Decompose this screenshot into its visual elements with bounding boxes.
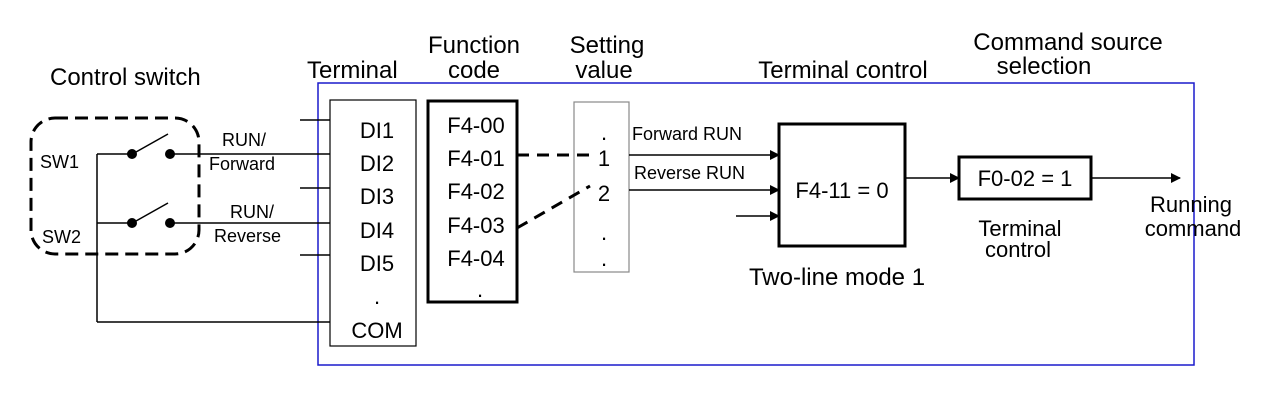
- header-function-code-line1: Function: [428, 32, 520, 59]
- run-forward-label-line1: RUN/: [222, 130, 266, 150]
- mapping-f4-03-to-2: [516, 184, 591, 230]
- setting-value-dot-bottom: .: [601, 246, 607, 271]
- terminal-di1: DI1: [360, 118, 394, 143]
- header-setting-value-line2: value: [575, 57, 632, 84]
- running-command-label-line2: command: [1145, 216, 1242, 241]
- command-source-caption-line2: control: [985, 237, 1051, 262]
- setting-value-2: 2: [598, 181, 610, 206]
- function-code-block: [426, 99, 519, 304]
- function-code-f4-00: F4-00: [447, 113, 504, 138]
- sw2-label: SW2: [42, 227, 81, 247]
- header-setting-value-line1: Setting: [570, 32, 645, 59]
- header-command-source-line2: selection: [997, 53, 1092, 80]
- terminal-di4: DI4: [360, 218, 394, 243]
- reverse-run-label: Reverse RUN: [634, 163, 745, 183]
- run-reverse-label-line1: RUN/: [230, 202, 274, 222]
- setting-value-block: [573, 101, 630, 273]
- header-function-code-line2: code: [448, 57, 500, 84]
- function-code-ellipsis: .: [477, 277, 483, 302]
- setting-value-1: 1: [598, 146, 610, 171]
- header-terminal-control: Terminal control: [758, 57, 927, 84]
- terminal-control-block-label: F4-11 = 0: [795, 178, 888, 203]
- terminal-ellipsis: .: [374, 284, 380, 309]
- header-terminal: Terminal: [307, 57, 398, 84]
- run-reverse-label-line2: Reverse: [214, 226, 281, 246]
- terminal-di5: DI5: [360, 251, 394, 276]
- function-code-f4-02: F4-02: [447, 179, 504, 204]
- function-code-f4-04: F4-04: [447, 246, 504, 271]
- control-switch-enclosure: [29, 116, 201, 256]
- header-command-source-line1: Command source: [973, 29, 1162, 56]
- terminal-block: [329, 99, 417, 347]
- drive-frame: [317, 82, 1195, 366]
- run-forward-label-line2: Forward: [209, 154, 275, 174]
- sw1-blade: [135, 133, 169, 153]
- sw2-left-contact: [127, 218, 137, 228]
- terminal-com: COM: [351, 318, 402, 343]
- forward-run-label: Forward RUN: [632, 124, 742, 144]
- function-code-f4-01: F4-01: [447, 146, 504, 171]
- command-source-block-label: F0-02 = 1: [978, 166, 1073, 191]
- sw2-blade: [135, 202, 169, 222]
- setting-value-dot-top: .: [601, 120, 607, 145]
- command-source-caption-line1: Terminal: [978, 216, 1061, 241]
- setting-value-dot-mid: .: [601, 220, 607, 245]
- terminal-control-caption: Two-line mode 1: [749, 264, 925, 291]
- sw1-label: SW1: [40, 152, 79, 172]
- terminal-di3: DI3: [360, 184, 394, 209]
- running-command-label-line1: Running: [1150, 192, 1232, 217]
- sw1-left-contact: [127, 149, 137, 159]
- terminal-control-block: [777, 122, 907, 248]
- function-code-f4-03: F4-03: [447, 213, 504, 238]
- terminal-di2: DI2: [360, 151, 394, 176]
- header-control-switch: Control switch: [50, 64, 201, 91]
